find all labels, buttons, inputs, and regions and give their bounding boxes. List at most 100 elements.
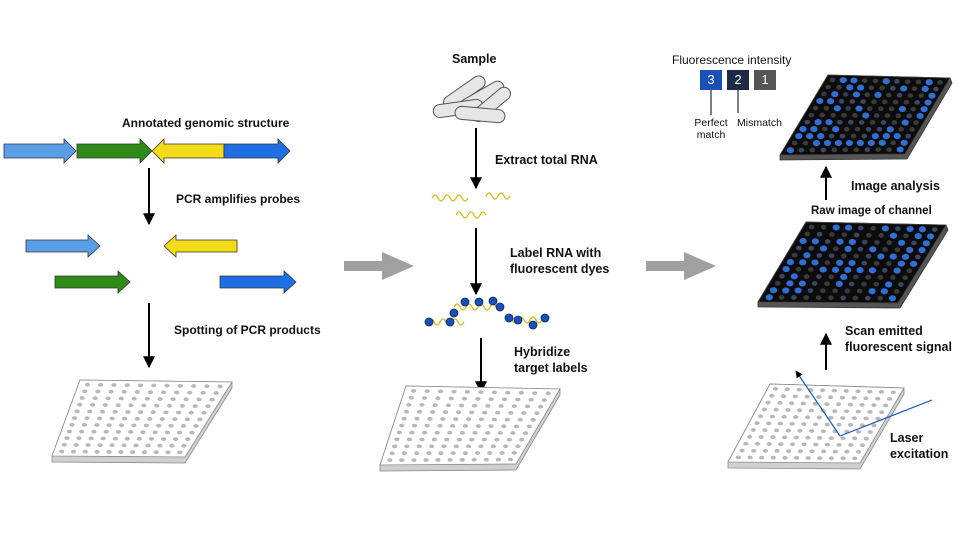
array-spot: [836, 238, 844, 245]
label-mismatch: Mismatch: [737, 117, 782, 129]
array-spot: [464, 390, 470, 394]
array-spot: [852, 456, 858, 461]
array-spot: [125, 410, 131, 414]
array-spot: [91, 429, 97, 434]
array-spot: [906, 268, 913, 274]
gene-arrow-light-blue: [3, 138, 77, 164]
array-spot: [840, 456, 846, 461]
array-spot: [769, 393, 775, 398]
array-spot: [820, 147, 827, 153]
array-spot: [389, 451, 395, 456]
array-spot: [118, 450, 124, 454]
array-spot: [437, 389, 444, 394]
array-spot: [804, 231, 811, 237]
array-spot: [889, 232, 898, 239]
array-spot: [865, 126, 872, 132]
array-spot: [816, 231, 823, 237]
array-spot: [920, 106, 928, 113]
array-spot: [918, 93, 924, 98]
array-spot: [894, 79, 900, 84]
array-spot: [501, 424, 507, 429]
array-spot: [852, 113, 858, 118]
array-spot: [843, 126, 850, 132]
array-spot: [181, 443, 187, 448]
array-spot: [786, 280, 794, 287]
array-spot: [747, 434, 753, 439]
label-perfect-match-line2: match: [696, 129, 726, 141]
array-spot: [799, 126, 807, 133]
array-spot: [868, 267, 877, 274]
array-spot: [790, 273, 798, 280]
array-spot: [159, 417, 165, 421]
array-spot: [115, 403, 121, 408]
array-spot: [782, 455, 788, 460]
array-spot: [904, 79, 911, 85]
array-spot: [896, 146, 904, 153]
array-spot: [811, 259, 819, 266]
array-spot: [85, 443, 91, 447]
array-spot: [791, 252, 798, 258]
label-fluorescence-intensity: Fluorescence intensity: [672, 53, 792, 67]
array-spot: [855, 429, 862, 434]
array-spot: [811, 238, 820, 245]
array-spot: [789, 401, 795, 406]
array-spot: [836, 443, 842, 447]
array-spot: [118, 396, 124, 401]
array-spot: [863, 436, 869, 441]
array-spot: [894, 247, 901, 253]
array-spot: [808, 408, 814, 413]
array-spot: [99, 409, 106, 414]
array-spot: [900, 139, 908, 146]
array-spot: [817, 436, 823, 440]
array-spot: [422, 430, 428, 435]
array-spot: [133, 443, 139, 448]
array-spot: [482, 410, 488, 415]
array-spot: [481, 437, 487, 442]
array-spot: [816, 415, 822, 420]
label-perfect-match-line1: Perfect: [694, 117, 728, 129]
label-hybridize-line1: Hybridize: [514, 345, 571, 359]
array-spot: [888, 295, 897, 302]
array-spot: [177, 450, 183, 455]
array-spot: [408, 395, 414, 400]
array-spot: [855, 105, 863, 112]
array-spot: [799, 237, 807, 245]
array-spot: [832, 288, 838, 294]
probe-light-blue: [25, 234, 101, 258]
array-spot: [809, 147, 816, 153]
array-spot: [491, 417, 497, 422]
array-spot: [865, 253, 872, 259]
array-spot: [774, 280, 781, 286]
label-pcr-amplifies: PCR amplifies probes: [176, 192, 301, 206]
array-spot: [74, 409, 80, 414]
array-spot: [817, 133, 825, 140]
array-spot: [141, 403, 147, 408]
array-spot: [414, 416, 420, 421]
sample-tubes: [432, 75, 511, 124]
array-spot: [143, 423, 149, 428]
array-spot: [102, 403, 108, 407]
array-spot: [491, 390, 497, 395]
array-spot: [893, 133, 901, 140]
array-spot: [758, 435, 764, 439]
raw-image-array: [757, 221, 949, 309]
array-spot: [881, 225, 890, 232]
array-spot: [183, 397, 189, 402]
array-spot: [848, 281, 855, 287]
array-spot: [782, 266, 790, 273]
label-label-rna-line2: fluorescent dyes: [510, 262, 610, 276]
array-spot: [528, 397, 534, 402]
array-spot: [472, 430, 478, 435]
array-spot: [137, 383, 144, 388]
array-spot: [802, 140, 809, 146]
array-spot: [837, 119, 843, 125]
array-spot: [851, 396, 857, 400]
array-spot: [816, 97, 824, 105]
array-spot: [878, 390, 885, 394]
array-spot: [890, 140, 896, 146]
array-spot: [854, 126, 861, 132]
array-spot: [872, 78, 879, 84]
array-spot: [761, 407, 768, 412]
array-spot: [819, 266, 827, 273]
intensity-level-1: 1: [754, 70, 776, 90]
